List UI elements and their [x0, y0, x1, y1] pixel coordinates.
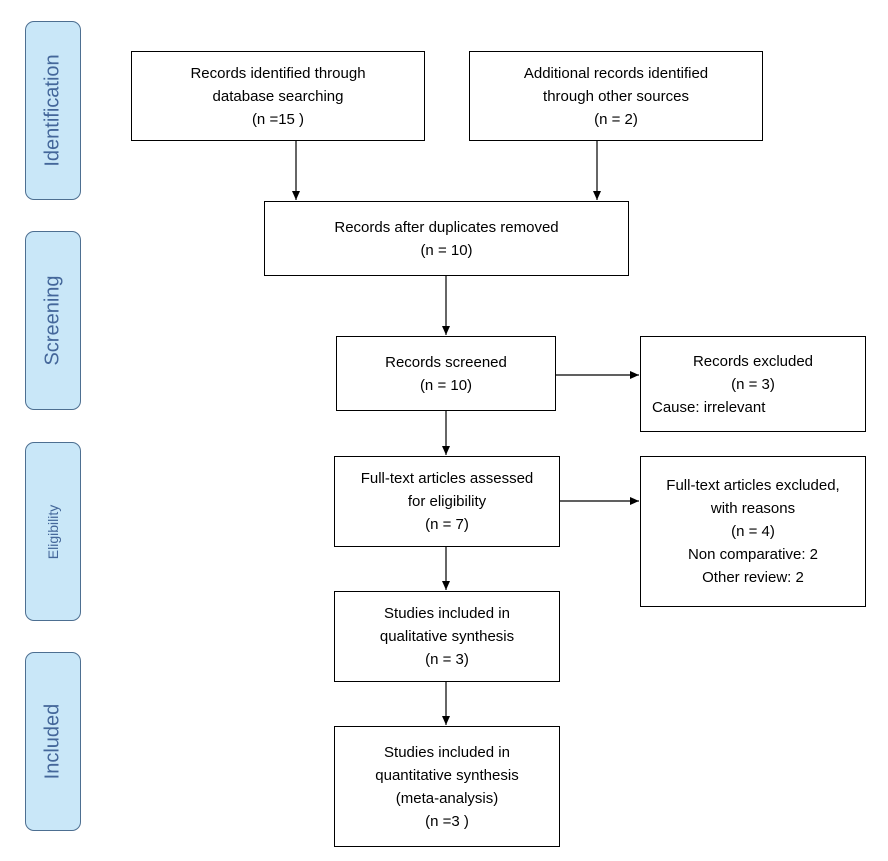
box-text: Other review: 2: [702, 569, 804, 586]
records-excluded-box: Records excluded (n = 3) Cause: irreleva…: [640, 336, 866, 432]
box-count: (n = 10): [419, 376, 473, 394]
quantitative-synthesis-box: Studies included in quantitative synthes…: [334, 726, 560, 847]
box-count: (n = 4): [731, 523, 775, 540]
box-text: Full-text articles assessed: [360, 470, 534, 487]
box-text: Studies included in: [384, 743, 510, 761]
fulltext-assessed-box: Full-text articles assessed for eligibil…: [334, 456, 560, 547]
box-text: qualitative synthesis: [379, 628, 515, 645]
fulltext-excluded-box: Full-text articles excluded, with reason…: [640, 456, 866, 607]
box-text: database searching: [212, 87, 344, 105]
phase-screening: Screening: [25, 231, 81, 410]
phase-identification: Identification: [25, 21, 81, 200]
box-count: (n =3 ): [425, 812, 469, 830]
box-count: (n = 2): [594, 110, 638, 128]
qualitative-synthesis-box: Studies included in qualitative synthesi…: [334, 591, 560, 682]
box-text: Records identified through: [190, 64, 366, 82]
duplicates-removed-box: Records after duplicates removed (n = 10…: [264, 201, 629, 276]
box-text: Studies included in: [384, 605, 510, 622]
box-text: Additional records identified: [523, 64, 709, 82]
box-count: (n = 10): [420, 241, 473, 259]
box-text: Records after duplicates removed: [334, 218, 559, 236]
box-text: Records excluded: [692, 352, 814, 370]
box-text: Cause: irrelevant: [652, 398, 766, 416]
box-text: (meta-analysis): [395, 789, 499, 807]
database-records-box: Records identified through database sear…: [131, 51, 425, 141]
records-screened-box: Records screened (n = 10): [336, 336, 556, 411]
box-text: Records screened: [385, 353, 507, 371]
box-text: Non comparative: 2: [687, 546, 819, 563]
phase-eligibility: Eligibility: [25, 442, 81, 621]
box-count: (n =15 ): [251, 110, 305, 128]
phase-included: Included: [25, 652, 81, 831]
box-count: (n = 3): [425, 651, 469, 668]
other-records-box: Additional records identified through ot…: [469, 51, 763, 141]
box-text: quantitative synthesis: [375, 766, 519, 784]
box-text: through other sources: [543, 87, 689, 105]
box-count: (n = 3): [731, 375, 775, 393]
box-text: with reasons: [710, 500, 796, 517]
box-text: for eligibility: [407, 493, 487, 510]
box-text: Full-text articles excluded,: [666, 477, 840, 494]
box-count: (n = 7): [425, 516, 469, 533]
